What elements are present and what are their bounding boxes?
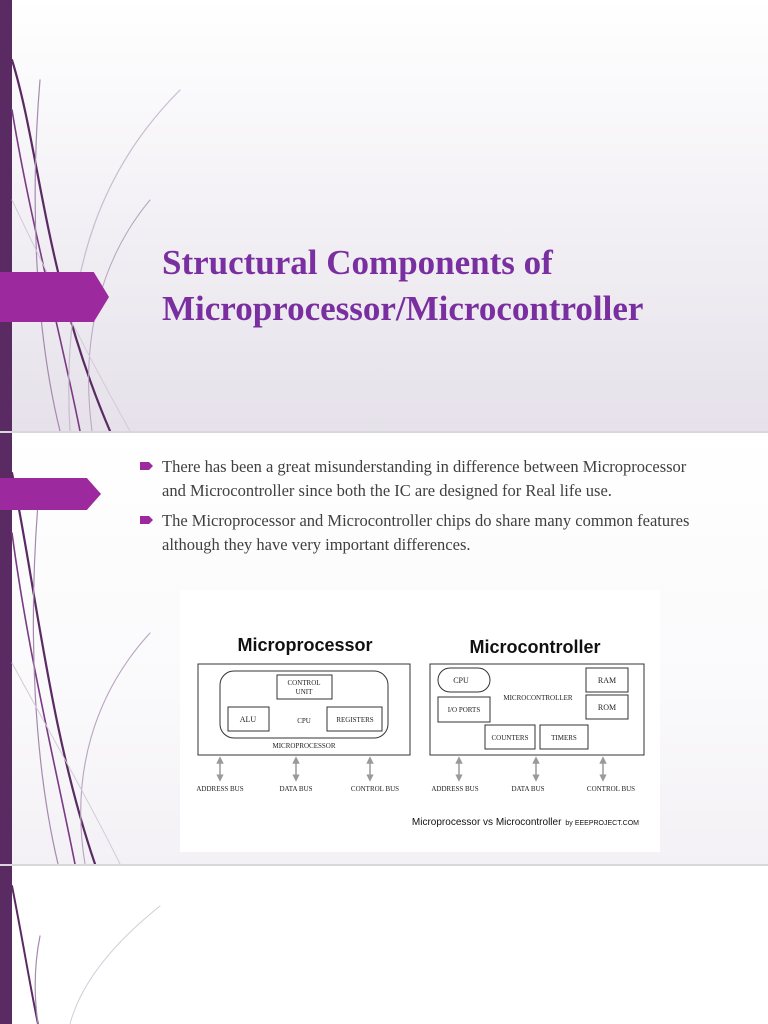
slide-content: There has been a great misunderstanding … [0,433,768,864]
slide-next [0,866,768,1024]
mc-cpu-box [437,667,491,693]
content-arrow-tab [0,478,101,510]
data-bus-label: DATA BUS [279,785,312,793]
caption-source: EEEPROJECT.COM [575,820,639,827]
bullet-item: There has been a great misunderstanding … [140,455,710,502]
arrow-bullet-icon [140,516,153,524]
counters-label: COUNTERS [492,734,529,742]
microprocessor-vs-microcontroller-diagram: Microprocessor CONTROL UNIT ALU CPU REGI… [180,590,660,852]
bullet-item: The Microprocessor and Microcontroller c… [140,509,710,556]
cpu-label: CPU [297,717,311,725]
left-accent-bar [0,433,12,864]
microprocessor-outer-box [197,663,411,756]
mc-data-bus-label: DATA BUS [511,785,544,793]
microprocessor-heading: Microprocessor [237,635,372,655]
microprocessor-cpu-box [219,670,389,739]
bullet-list: There has been a great misunderstanding … [140,455,710,563]
registers-box [326,706,383,732]
decorative-swirl-lines [10,58,181,431]
control-bus-label: CONTROL BUS [351,785,399,793]
bullet-text: The Microprocessor and Microcontroller c… [162,511,690,554]
io-ports-label: I/O PORTS [448,706,481,714]
left-accent-bar [0,0,12,431]
io-ports-box [437,696,491,723]
control-unit-label-1: CONTROL [287,679,320,687]
mc-cpu-label: CPU [453,676,469,685]
alu-label: ALU [240,715,257,724]
control-unit-box [276,674,333,700]
decorative-swirl-lines [11,885,161,1024]
alu-box [227,706,270,732]
rom-label: ROM [598,703,616,712]
title-line-1: Structural Components of [162,243,553,282]
timers-label: TIMERS [551,734,577,742]
counters-box [484,724,536,750]
microcontroller-outer-box [429,663,645,756]
slide-divider [0,864,768,866]
microprocessor-label: MICROPROCESSOR [272,742,335,750]
left-accent-bar [0,866,12,1024]
address-bus-label: ADDRESS BUS [196,785,243,793]
title-arrow-tab [0,272,109,322]
ram-label: RAM [598,676,616,685]
registers-label: REGISTERS [336,716,373,724]
decorative-swirl-lines [10,471,151,864]
caption-main: Microprocessor vs Microcontroller [412,817,562,828]
slide-title-heading: Structural Components of Microprocessor/… [162,240,643,332]
rom-box [585,694,629,720]
title-line-2: Microprocessor/Microcontroller [162,289,644,328]
ram-box [585,667,629,693]
microcontroller-label: MICROCONTROLLER [503,694,573,702]
microcontroller-heading: Microcontroller [469,637,600,657]
bullet-text: There has been a great misunderstanding … [162,457,687,500]
control-unit-label-2: UNIT [296,688,313,696]
mc-control-bus-label: CONTROL BUS [587,785,635,793]
timers-box [539,724,589,750]
mc-address-bus-label: ADDRESS BUS [431,785,478,793]
caption-by: by [565,820,573,827]
arrow-bullet-icon [140,462,153,470]
slide-title: Structural Components of Microprocessor/… [0,0,768,431]
slide-divider [0,431,768,433]
